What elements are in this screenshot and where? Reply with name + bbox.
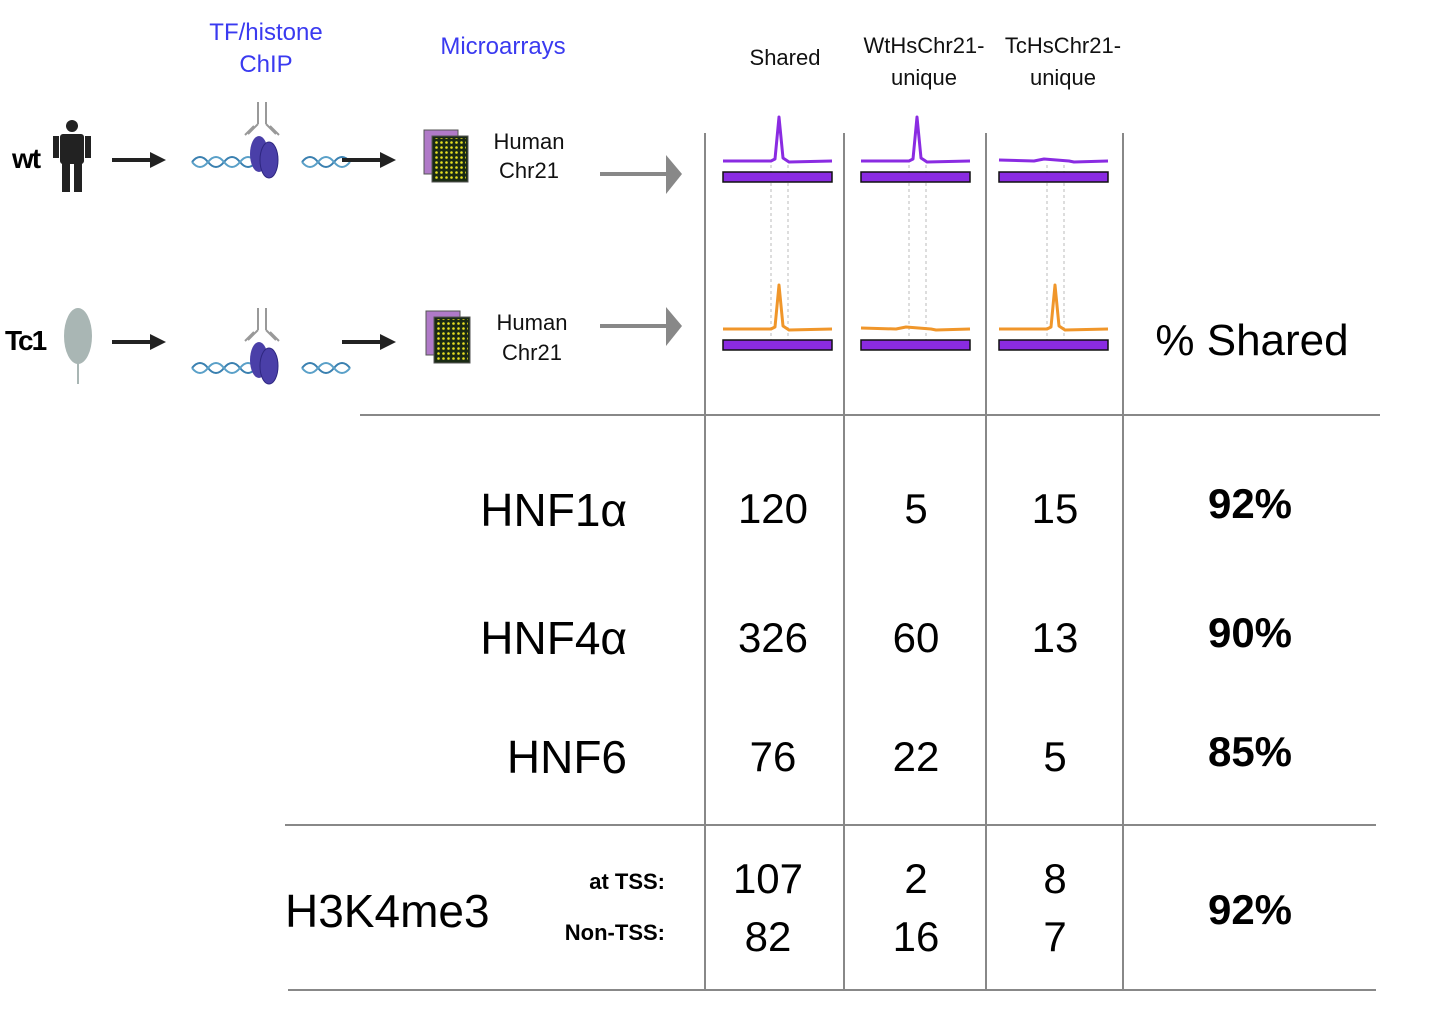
chip-title-line1: TF/histone — [209, 19, 322, 46]
percent-shared: 92% — [1208, 480, 1292, 527]
sub-label-tss: at TSS: — [589, 869, 665, 894]
array-label-1: Human — [497, 310, 568, 335]
wt-trace — [861, 115, 971, 164]
chip-antibody-dna-icon — [191, 101, 351, 179]
sub-label-non-tss: Non-TSS: — [565, 920, 665, 945]
human-icon — [53, 120, 91, 192]
chr21-bar — [998, 339, 1109, 351]
chr21-bar — [998, 171, 1109, 183]
factor-label: H3K4me3 — [285, 885, 490, 937]
chr21-bar — [860, 171, 971, 183]
table-row-h3k4me3: H3K4me3 at TSS: Non-TSS: 107 82 2 16 8 7… — [285, 855, 1292, 960]
wt-unique-count-tss: 2 — [904, 855, 927, 902]
factor-label: HNF6 — [507, 731, 627, 783]
header-tc-unique-1: TcHsChr21- — [1005, 33, 1121, 58]
chip-antibody-dna-icon — [191, 307, 351, 385]
shared-count-non-tss: 82 — [745, 913, 792, 960]
percent-shared: 90% — [1208, 609, 1292, 656]
header-tc-unique-2: unique — [1030, 65, 1096, 90]
wt-unique-count: 60 — [893, 614, 940, 661]
tc1-trace — [860, 325, 971, 332]
array-label-1: Human — [494, 129, 565, 154]
sample-label-tc1: Tc1 — [5, 325, 47, 356]
chr21-bar — [860, 339, 971, 351]
microarrays-title: Microarrays — [440, 33, 565, 60]
header-percent-shared: % Shared — [1155, 316, 1348, 365]
table-row: HNF6 76 22 5 85% — [507, 728, 1292, 783]
wt-unique-count: 5 — [904, 485, 927, 532]
tc1-trace — [723, 283, 833, 332]
shared-count: 76 — [750, 733, 797, 780]
sample-label-wt: wt — [11, 143, 41, 174]
shared-count: 120 — [738, 485, 808, 532]
array-label-2: Chr21 — [502, 340, 562, 365]
wt-unique-count: 22 — [893, 733, 940, 780]
header-wt-unique-1: WtHsChr21- — [863, 33, 984, 58]
chip-title-line2: ChIP — [239, 51, 292, 78]
microarray-icon — [425, 310, 471, 364]
chr21-bar — [722, 339, 833, 351]
tc-unique-count: 5 — [1043, 733, 1066, 780]
mouse-icon — [64, 308, 92, 384]
percent-shared: 85% — [1208, 728, 1292, 775]
factor-label: HNF4α — [480, 612, 627, 664]
chr21-bar — [722, 171, 833, 183]
header-shared: Shared — [750, 45, 821, 70]
wt-trace — [723, 115, 833, 164]
percent-shared: 92% — [1208, 886, 1292, 933]
wt-trace — [998, 157, 1109, 164]
tc-unique-count-non-tss: 7 — [1043, 913, 1066, 960]
array-label-2: Chr21 — [499, 158, 559, 183]
factor-label: HNF1α — [480, 484, 627, 536]
tc-unique-count: 13 — [1032, 614, 1079, 661]
header-wt-unique-2: unique — [891, 65, 957, 90]
tc-unique-count-tss: 8 — [1043, 855, 1066, 902]
shared-count-tss: 107 — [733, 855, 803, 902]
wt-unique-count-non-tss: 16 — [893, 913, 940, 960]
peak-panels — [722, 115, 1109, 351]
table-grid — [285, 133, 1380, 991]
table-row: HNF1α 120 5 15 92% — [480, 480, 1292, 536]
tc-unique-count: 15 — [1032, 485, 1079, 532]
table-row: HNF4α 326 60 13 90% — [480, 609, 1292, 664]
microarray-icon — [423, 129, 469, 183]
shared-count: 326 — [738, 614, 808, 661]
tc1-trace — [999, 283, 1109, 332]
